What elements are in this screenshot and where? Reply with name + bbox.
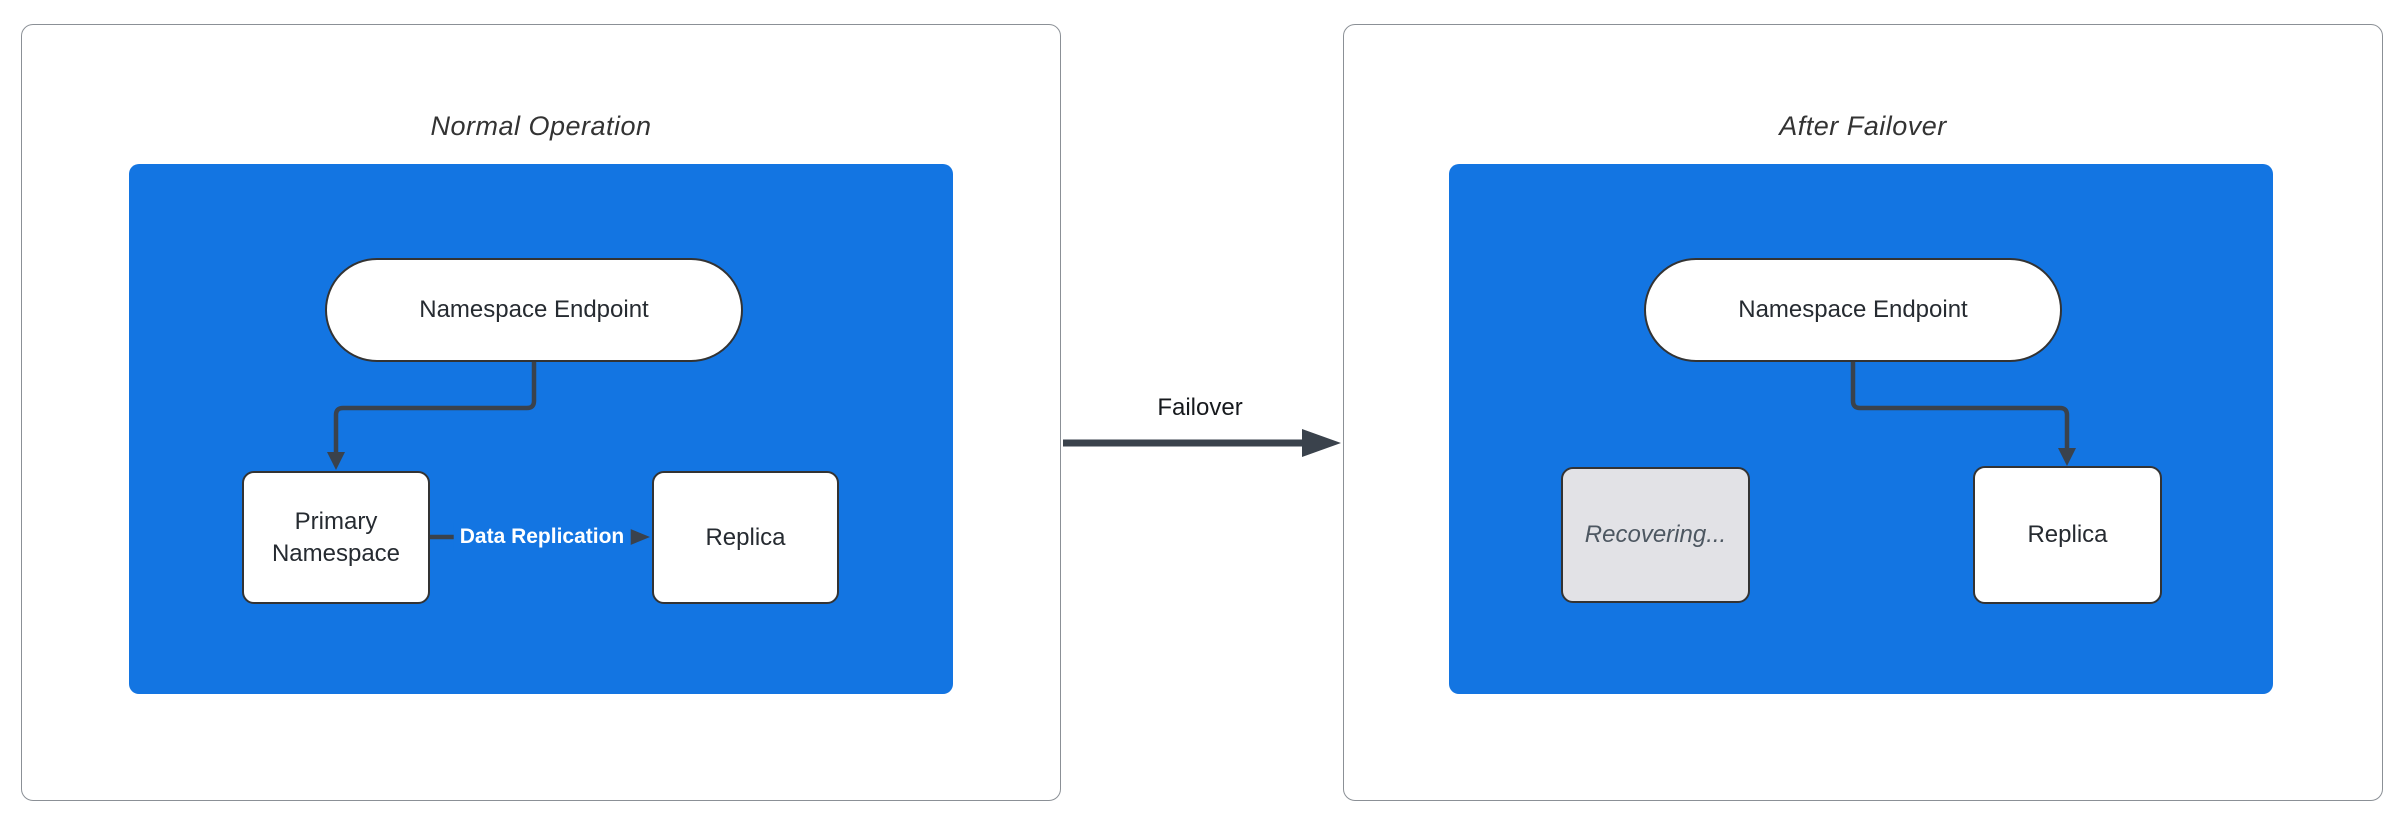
node-replica-after: Replica bbox=[1973, 466, 2162, 604]
node-primary-namespace: Primary Namespace bbox=[242, 471, 430, 604]
node-namespace-endpoint-after: Namespace Endpoint bbox=[1644, 258, 2062, 362]
node-replica-normal: Replica bbox=[652, 471, 839, 604]
arrowhead-failover bbox=[1302, 429, 1341, 457]
node-namespace-endpoint-normal: Namespace Endpoint bbox=[325, 258, 743, 362]
panel-title-after-failover: After Failover bbox=[1779, 111, 1947, 141]
panel-title-normal-operation: Normal Operation bbox=[430, 111, 652, 141]
node-recovering: Recovering... bbox=[1561, 467, 1750, 603]
edge-label-data-replication: Data Replication bbox=[453, 523, 631, 551]
namespace-container-normal bbox=[129, 164, 953, 694]
namespace-container-after bbox=[1449, 164, 2273, 694]
edge-label-failover: Failover bbox=[1151, 394, 1249, 422]
